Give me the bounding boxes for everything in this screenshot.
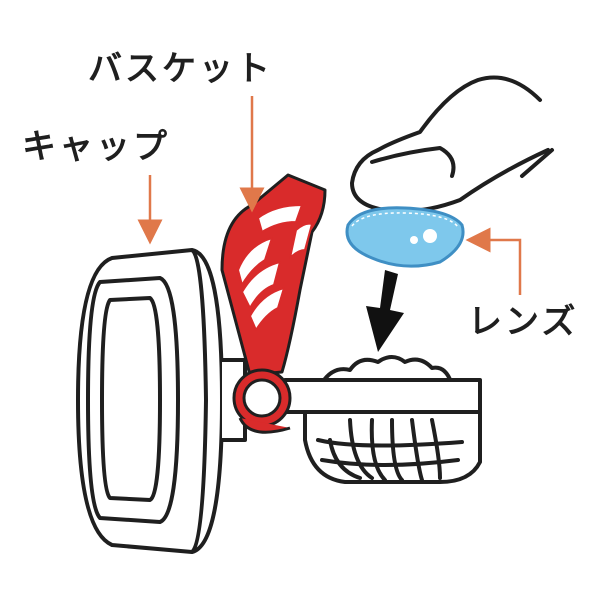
basket-bottom (283, 355, 482, 484)
contact-lens-icon (345, 206, 465, 268)
finger-icon (350, 75, 554, 214)
label-basket: バスケット (88, 49, 273, 89)
down-arrow-icon (366, 270, 404, 352)
label-lens: レンズ (468, 302, 579, 342)
lens-pointer-arrow (465, 227, 522, 295)
pointer-arrows (137, 96, 522, 295)
cap (76, 248, 247, 554)
label-cap: キャップ (22, 127, 170, 167)
basket-red (220, 173, 327, 434)
